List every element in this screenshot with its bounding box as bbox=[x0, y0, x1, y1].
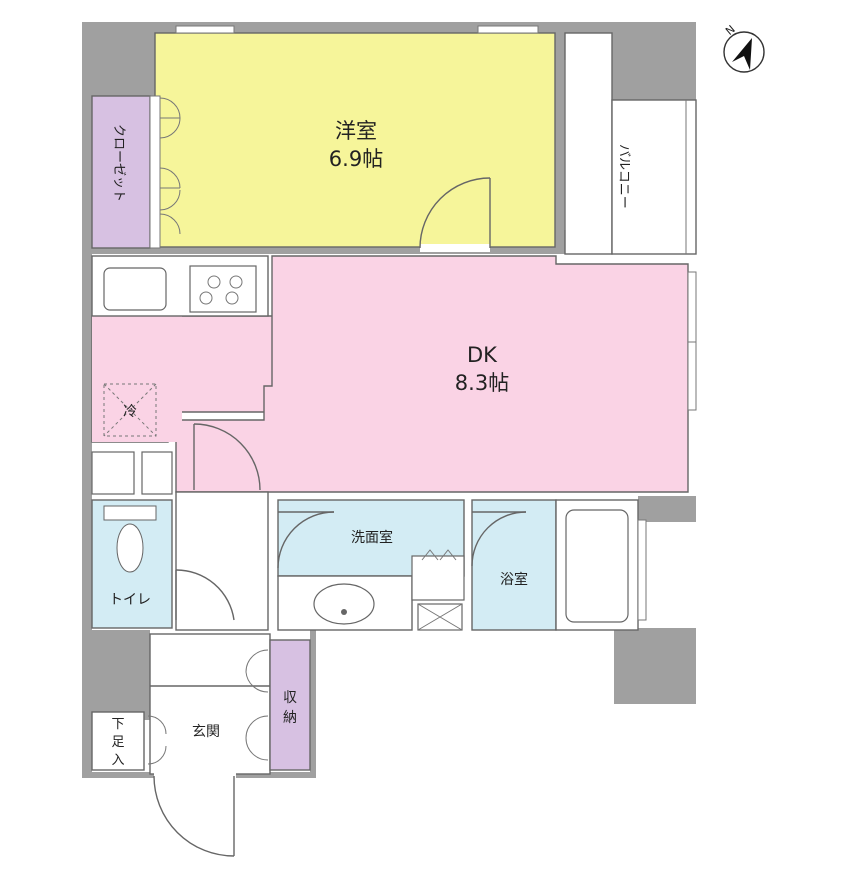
shoe-box-label: 下足入 bbox=[111, 717, 124, 768]
fridge-slot bbox=[103, 383, 157, 437]
storage-label-group: 収納 bbox=[283, 690, 297, 726]
washbasin-icon bbox=[313, 583, 375, 625]
shoe-box-doors bbox=[147, 715, 167, 765]
western-room-size: 6.9帖 bbox=[329, 147, 383, 171]
bathroom-door[interactable] bbox=[471, 511, 527, 567]
bathroom-label: 浴室 bbox=[500, 571, 528, 588]
entrance-label: 玄関 bbox=[192, 723, 220, 740]
north-arrow-icon bbox=[723, 31, 765, 73]
sink-icon bbox=[103, 267, 167, 311]
dk-name: DK bbox=[467, 343, 498, 367]
fridge-label: 冷 bbox=[123, 404, 137, 420]
stove-icon bbox=[189, 265, 257, 313]
dk-hall-door[interactable] bbox=[193, 423, 261, 491]
dk-size: 8.3帖 bbox=[455, 371, 509, 395]
western-room-door[interactable] bbox=[419, 177, 491, 252]
closet-label: クローゼット bbox=[111, 124, 126, 202]
bathroom-area[interactable] bbox=[471, 499, 557, 631]
shoe-box-label-group: 下足入 bbox=[111, 717, 124, 768]
toilet-bowl-icon bbox=[103, 505, 157, 573]
balcony-label: バルコニー bbox=[616, 144, 631, 209]
entrance-door[interactable] bbox=[153, 772, 236, 857]
toilet-door[interactable] bbox=[175, 569, 235, 621]
storage-doors bbox=[245, 649, 269, 761]
western-room-area[interactable] bbox=[154, 32, 556, 248]
toilet-label: トイレ bbox=[109, 592, 151, 608]
balcony-area[interactable] bbox=[564, 32, 613, 255]
storage-label: 収納 bbox=[283, 690, 297, 726]
storage-area[interactable] bbox=[269, 639, 311, 771]
bathtub-icon bbox=[565, 509, 629, 623]
closet-area[interactable] bbox=[91, 95, 151, 249]
washroom-door[interactable] bbox=[277, 511, 457, 569]
shoe-box-area[interactable] bbox=[91, 711, 145, 771]
washroom-label: 洗面室 bbox=[351, 529, 393, 546]
hallway-area bbox=[175, 491, 269, 631]
closet-doors bbox=[159, 97, 181, 235]
western-room-name: 洋室 bbox=[335, 119, 377, 143]
